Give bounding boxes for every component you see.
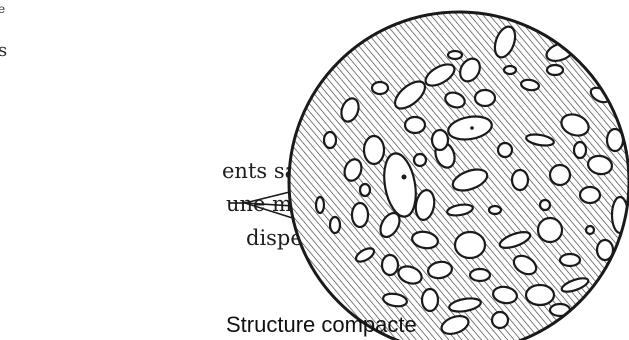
sand-grain	[324, 132, 336, 148]
sand-grain	[382, 255, 398, 275]
sand-grain	[330, 217, 340, 233]
sand-grain	[586, 226, 594, 234]
sand-grain	[574, 142, 586, 158]
sand-grain	[580, 187, 600, 203]
sand-grain	[360, 184, 370, 196]
sand-grain	[405, 117, 425, 133]
sand-grain	[538, 218, 562, 242]
figure-title: Structure compacte	[226, 312, 417, 338]
sand-grain	[470, 269, 490, 281]
sand-grain	[512, 170, 528, 190]
sand-grain	[448, 51, 462, 59]
sand-grain	[455, 232, 485, 258]
sand-grain	[316, 197, 324, 213]
grain-dot	[470, 126, 474, 130]
sand-grain	[364, 136, 384, 164]
sand-grain	[540, 200, 550, 210]
grain-dot	[402, 175, 407, 180]
sand-grain	[489, 206, 501, 214]
sand-grain	[498, 143, 512, 157]
sand-grain	[352, 203, 368, 227]
sand-grain	[422, 289, 438, 311]
sand-grain	[560, 254, 580, 266]
sand-grain	[547, 65, 563, 75]
sand-grain	[475, 90, 495, 106]
sand-grain	[432, 130, 448, 150]
sand-grain	[504, 66, 516, 74]
sand-grain	[414, 154, 426, 166]
sand-grain	[526, 285, 554, 305]
sand-grain	[492, 312, 508, 328]
sand-grain	[372, 82, 388, 94]
